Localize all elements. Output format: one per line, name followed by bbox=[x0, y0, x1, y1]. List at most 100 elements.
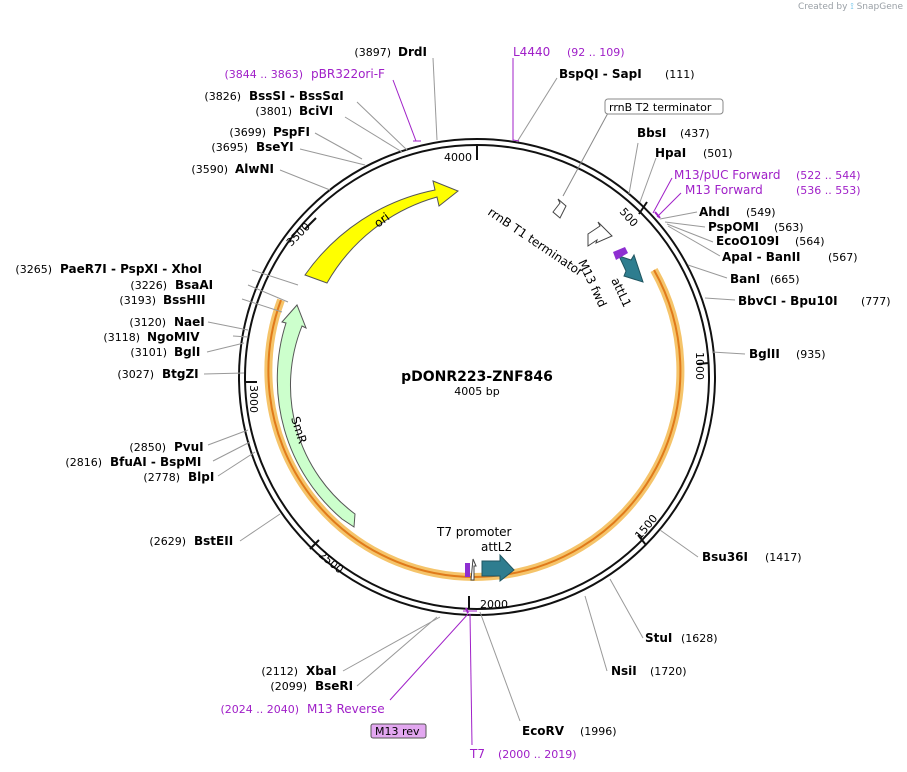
primer-range: (522 .. 544) bbox=[796, 169, 861, 182]
primer-name[interactable]: M13/pUC Forward bbox=[674, 168, 781, 182]
enzyme-pos: (2850) bbox=[129, 441, 166, 454]
leader-lines bbox=[203, 57, 746, 722]
rrnb-t2-leader bbox=[562, 112, 609, 197]
enzyme-pos: (3695) bbox=[211, 141, 248, 154]
enzyme-pos: (1417) bbox=[765, 551, 802, 564]
enzyme-pos: (935) bbox=[796, 348, 826, 361]
rrnb-t2-label: rrnB T2 terminator bbox=[609, 101, 712, 114]
tick-1000: 1000 bbox=[693, 352, 706, 380]
enzyme-pos: (3265) bbox=[15, 263, 52, 276]
enzyme-pos: (2629) bbox=[149, 535, 186, 548]
primer-range: (3844 .. 3863) bbox=[224, 68, 303, 81]
snapgene-credit: Created by ⟟ SnapGene bbox=[798, 2, 903, 12]
ori-feature[interactable] bbox=[304, 180, 459, 284]
primer-leader-lines bbox=[389, 58, 682, 746]
enzyme-name[interactable]: Bsu36I bbox=[702, 550, 748, 564]
enzyme-pos: (777) bbox=[861, 295, 891, 308]
primer-name[interactable]: pBR322ori-F bbox=[311, 67, 385, 81]
enzyme-name[interactable]: XbaI bbox=[306, 664, 336, 678]
enzyme-name[interactable]: EcoRV bbox=[522, 724, 565, 738]
enzyme-name[interactable]: AlwNI bbox=[235, 162, 274, 176]
credit-prefix: Created by bbox=[797, 2, 848, 12]
enzyme-name[interactable]: StuI bbox=[645, 631, 672, 645]
m13-rev-feature[interactable] bbox=[465, 563, 470, 577]
primer-range: (2000 .. 2019) bbox=[498, 748, 577, 761]
enzyme-pos: (111) bbox=[665, 68, 695, 81]
enzyme-pos: (3699) bbox=[229, 126, 266, 139]
enzyme-name[interactable]: BsaAI bbox=[175, 278, 213, 292]
enzyme-name[interactable]: EcoO109I bbox=[716, 234, 779, 248]
enzyme-pos: (3226) bbox=[130, 279, 167, 292]
primer-name[interactable]: T7 bbox=[469, 747, 485, 761]
enzyme-pos: (567) bbox=[828, 251, 858, 264]
enzyme-name[interactable]: PvuI bbox=[174, 440, 204, 454]
tick-4000: 4000 bbox=[444, 151, 472, 164]
rrnb-t2-feature[interactable] bbox=[552, 198, 567, 219]
enzyme-name[interactable]: BfuAI - BspMI bbox=[110, 455, 201, 469]
enzyme-pos: (3590) bbox=[191, 163, 228, 176]
tick-1500: 1500 bbox=[632, 512, 660, 542]
primer-name[interactable]: L4440 bbox=[513, 45, 550, 59]
enzyme-name[interactable]: BglII bbox=[749, 347, 780, 361]
rrnb-t1-feature[interactable] bbox=[587, 221, 613, 247]
enzyme-name[interactable]: DrdI bbox=[398, 45, 427, 59]
plasmid-name: pDONR223-ZNF846 bbox=[401, 369, 553, 385]
enzyme-name[interactable]: BanI bbox=[730, 272, 760, 286]
primer-name[interactable]: M13 Reverse bbox=[307, 702, 385, 716]
enzyme-labels: (3897) DrdI BspQI - SapI (111) (3826) Bs… bbox=[15, 45, 890, 738]
enzyme-pos: (501) bbox=[703, 147, 733, 160]
enzyme-name[interactable]: PspFI bbox=[273, 125, 310, 139]
enzyme-name[interactable]: BssSI - BssSαI bbox=[249, 89, 344, 103]
enzyme-name[interactable]: BseYI bbox=[256, 140, 294, 154]
enzyme-pos: (2112) bbox=[261, 665, 298, 678]
enzyme-name[interactable]: BlpI bbox=[188, 470, 214, 484]
enzyme-name[interactable]: BbsI bbox=[637, 126, 666, 140]
enzyme-pos: (2816) bbox=[65, 456, 102, 469]
plasmid-length: 4005 bp bbox=[454, 385, 499, 398]
enzyme-name[interactable]: NsiI bbox=[611, 664, 637, 678]
enzyme-name[interactable]: HpaI bbox=[655, 146, 686, 160]
credit-brand: SnapGene bbox=[856, 2, 903, 12]
enzyme-pos: (3027) bbox=[117, 368, 154, 381]
enzyme-name[interactable]: BspQI - SapI bbox=[559, 67, 642, 81]
attl2-feature[interactable] bbox=[481, 553, 515, 583]
enzyme-name[interactable]: BstEII bbox=[194, 534, 233, 548]
attl1-feature[interactable] bbox=[618, 253, 644, 283]
attl1-label: attL1 bbox=[608, 275, 634, 309]
smr-feature[interactable] bbox=[276, 304, 356, 528]
primer-range: (2024 .. 2040) bbox=[220, 703, 299, 716]
enzyme-pos: (1996) bbox=[580, 725, 617, 738]
enzyme-pos: (564) bbox=[795, 235, 825, 248]
tick-marks bbox=[245, 145, 710, 608]
enzyme-pos: (437) bbox=[680, 127, 710, 140]
enzyme-name[interactable]: ApaI - BanII bbox=[722, 250, 801, 264]
enzyme-name[interactable]: BciVI bbox=[299, 104, 333, 118]
enzyme-pos: (3801) bbox=[255, 105, 292, 118]
enzyme-name[interactable]: BtgZI bbox=[162, 367, 199, 381]
enzyme-name[interactable]: NgoMIV bbox=[147, 330, 200, 344]
enzyme-name[interactable]: BbvCI - Bpu10I bbox=[738, 294, 838, 308]
enzyme-name[interactable]: AhdI bbox=[699, 205, 730, 219]
primer-name[interactable]: M13 Forward bbox=[685, 183, 763, 197]
enzyme-pos: (665) bbox=[770, 273, 800, 286]
enzyme-name[interactable]: NaeI bbox=[174, 315, 205, 329]
t7-promoter-feature[interactable] bbox=[470, 558, 477, 581]
m13-fwd-feature[interactable] bbox=[613, 247, 628, 260]
enzyme-name[interactable]: PspOMI bbox=[708, 220, 759, 234]
enzyme-name[interactable]: BssHII bbox=[163, 293, 205, 307]
rrnb-t1-label: rrnB T1 terminator bbox=[485, 205, 585, 279]
attl2-label: attL2 bbox=[481, 540, 512, 554]
enzyme-name[interactable]: BseRI bbox=[315, 679, 353, 693]
enzyme-name[interactable]: BglI bbox=[174, 345, 200, 359]
enzyme-name[interactable]: PaeR7I - PspXI - XhoI bbox=[60, 262, 202, 276]
primer-range: (92 .. 109) bbox=[567, 46, 625, 59]
enzyme-pos: (2099) bbox=[270, 680, 307, 693]
enzyme-pos: (3826) bbox=[204, 90, 241, 103]
enzyme-pos: (1628) bbox=[681, 632, 718, 645]
enzyme-pos: (2778) bbox=[143, 471, 180, 484]
t7-promoter-label: T7 promoter bbox=[436, 525, 512, 539]
primer-labels: L4440 (92 .. 109) (3844 .. 3863) pBR322o… bbox=[220, 45, 860, 761]
tick-3000: 3000 bbox=[247, 385, 260, 413]
m13-rev-label: M13 rev bbox=[375, 725, 420, 738]
enzyme-pos: (3101) bbox=[130, 346, 167, 359]
